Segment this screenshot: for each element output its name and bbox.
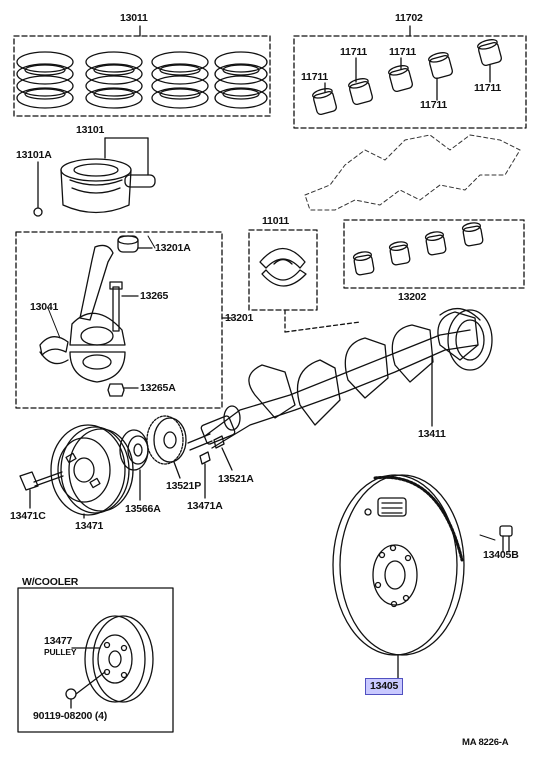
label-pulley: PULLEY xyxy=(44,647,77,657)
label-13101a: 13101A xyxy=(16,149,52,161)
label-13265a: 13265A xyxy=(140,382,176,394)
lower-main-bearing-set xyxy=(343,219,525,289)
label-13471a: 13471A xyxy=(187,500,223,512)
label-13405b: 13405B xyxy=(483,549,519,561)
piston-ring-set xyxy=(13,25,271,117)
woodruff-keys xyxy=(199,435,233,499)
timing-gear xyxy=(146,415,187,479)
crank-pulley xyxy=(50,424,134,519)
drive-plate xyxy=(332,474,465,679)
label-11711-d: 11711 xyxy=(420,99,448,111)
crankshaft-ghost xyxy=(304,134,521,211)
piston xyxy=(33,137,156,217)
spacer xyxy=(119,429,149,501)
label-13521p: 13521P xyxy=(166,480,202,492)
label-11711-e: 11711 xyxy=(474,82,502,94)
label-13411: 13411 xyxy=(418,428,446,440)
label-13201a: 13201A xyxy=(155,242,191,254)
label-90119: 90119-08200 (4) xyxy=(33,710,108,722)
label-11011: 11011 xyxy=(262,215,290,227)
footer-code: MA 8226-A xyxy=(462,737,509,748)
label-13566a: 13566A xyxy=(125,503,161,515)
label-13521a: 13521A xyxy=(218,473,254,485)
label-13202: 13202 xyxy=(398,291,427,303)
leader-lines xyxy=(47,235,496,541)
cooler-inset xyxy=(17,587,174,733)
label-11711-c: 11711 xyxy=(389,46,417,58)
crankshaft xyxy=(187,308,493,451)
inset-title: W/COOLER xyxy=(22,576,79,588)
label-13477: 13477 xyxy=(44,635,73,647)
label-13041: 13041 xyxy=(30,301,59,313)
label-13471: 13471 xyxy=(75,520,104,532)
label-13471c: 13471C xyxy=(10,510,46,522)
drive-plate-bolt xyxy=(499,525,513,553)
label-13101: 13101 xyxy=(76,124,105,136)
label-11702: 11702 xyxy=(395,12,423,24)
label-11711-a: 11711 xyxy=(301,71,329,83)
label-11711-b: 11711 xyxy=(340,46,368,58)
main-bearing-set xyxy=(293,25,527,129)
rod-bearing-set xyxy=(248,229,361,333)
label-13265: 13265 xyxy=(140,290,169,302)
connecting-rod-assembly xyxy=(15,231,233,409)
label-13405-highlighted[interactable]: 13405 xyxy=(365,678,404,695)
label-13201: 13201 xyxy=(225,312,254,324)
label-13011: 13011 xyxy=(120,12,148,24)
pulley-bolt xyxy=(19,471,64,509)
